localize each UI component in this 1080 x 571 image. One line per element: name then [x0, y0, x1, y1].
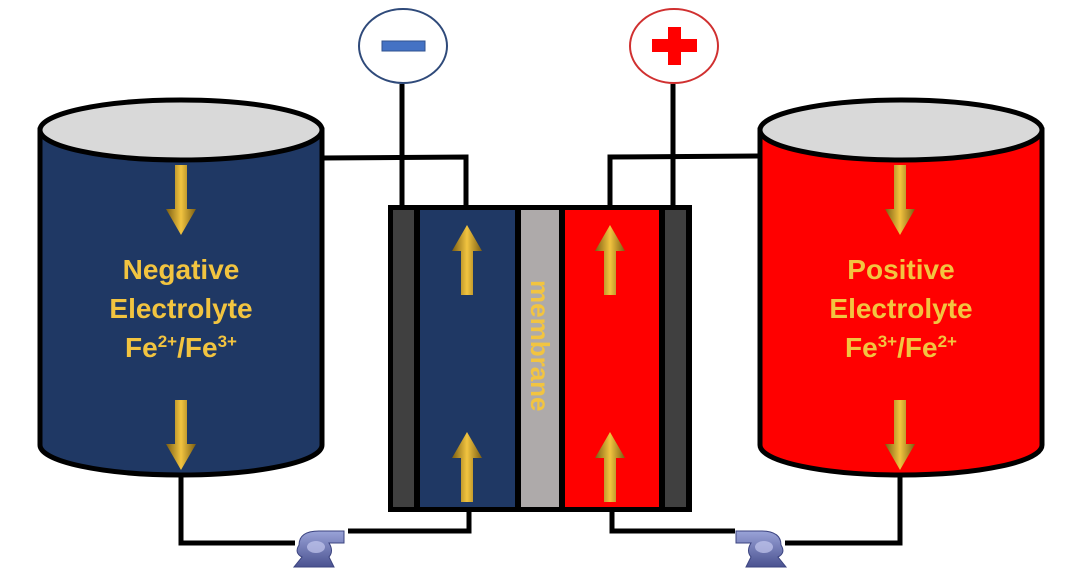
- positive-electrode: [665, 210, 686, 507]
- negative-electrode: [393, 210, 414, 507]
- tank-label-line1: Positive: [847, 254, 954, 285]
- negative-electrolyte-tank: Negative Electrolyte Fe2+/Fe3+: [37, 97, 325, 478]
- negative-terminal-icon: [358, 8, 448, 84]
- tank-ion-label: Fe2+/Fe3+: [125, 332, 237, 363]
- membrane: [521, 210, 559, 507]
- positive-electrolyte-tank: Positive Electrolyte Fe3+/Fe2+: [757, 97, 1045, 478]
- tank-label-line2: Electrolyte: [109, 293, 252, 324]
- membrane-label: membrane: [525, 280, 555, 412]
- positive-pump-icon: [735, 530, 787, 568]
- cell-stack: membrane: [388, 205, 692, 512]
- wires: [178, 84, 903, 546]
- tank-ion-label: Fe3+/Fe2+: [845, 332, 957, 363]
- tank-label-line2: Electrolyte: [829, 293, 972, 324]
- positive-terminal-icon: [629, 8, 719, 84]
- tank-label-line1: Negative: [123, 254, 240, 285]
- negative-pump-icon: [293, 530, 345, 568]
